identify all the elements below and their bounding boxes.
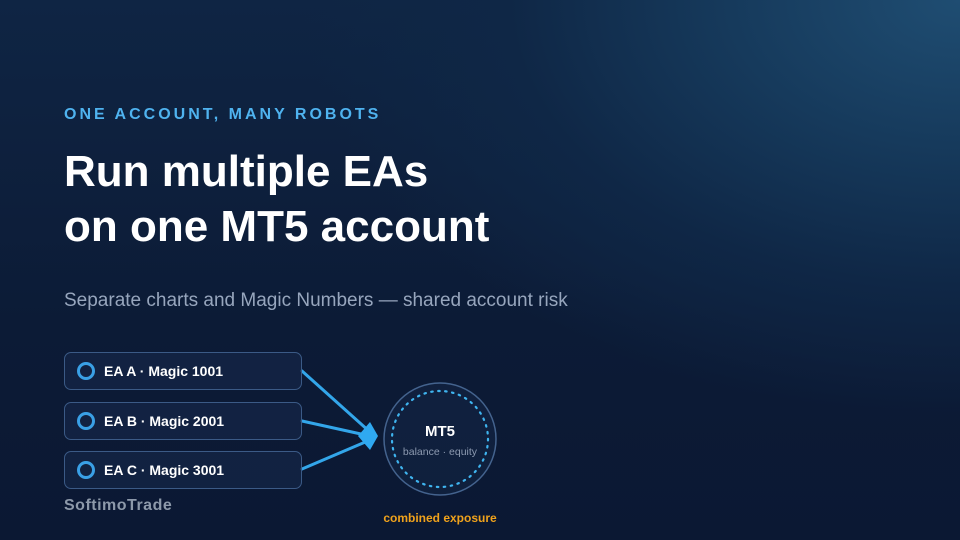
eyebrow-heading: ONE ACCOUNT, MANY ROBOTS bbox=[64, 106, 382, 123]
connector-ea-c bbox=[300, 438, 372, 471]
page-title: Run multiple EAs on one MT5 account bbox=[64, 144, 489, 254]
ea-card-c: EA C · Magic 3001 bbox=[64, 451, 302, 489]
mt5-account-subtitle: balance · equity bbox=[402, 446, 478, 458]
ring-icon bbox=[77, 362, 95, 380]
diamond-icon bbox=[358, 422, 378, 450]
connector-ea-b bbox=[300, 419, 372, 438]
mt5-account-circle bbox=[383, 382, 497, 496]
ea-card-label: EA B · Magic 2001 bbox=[104, 413, 225, 429]
connector-ea-a bbox=[300, 369, 372, 434]
subtitle: Separate charts and Magic Numbers — shar… bbox=[64, 290, 568, 311]
ea-card-b: EA B · Magic 2001 bbox=[64, 402, 302, 440]
title-line-2: on one MT5 account bbox=[64, 202, 490, 251]
brand-logo-text: SoftimoTrade bbox=[64, 497, 173, 514]
mt5-account-title: MT5 bbox=[425, 423, 455, 440]
ea-card-label: EA A · Magic 1001 bbox=[104, 363, 224, 379]
ea-card-a: EA A · Magic 1001 bbox=[64, 352, 302, 390]
ring-icon bbox=[77, 461, 95, 479]
combined-exposure-caption: combined exposure bbox=[383, 511, 497, 525]
mt5-inner-dashed-ring bbox=[390, 389, 490, 489]
title-line-1: Run multiple EAs bbox=[64, 147, 429, 196]
ea-card-label: EA C · Magic 3001 bbox=[104, 462, 225, 478]
ring-icon bbox=[77, 412, 95, 430]
